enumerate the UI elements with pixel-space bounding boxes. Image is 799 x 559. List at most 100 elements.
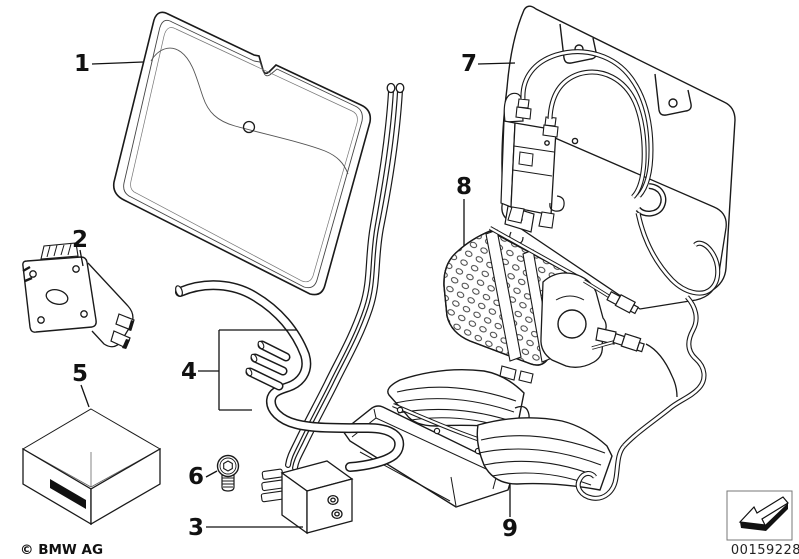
- frame-tab-2: [654, 73, 692, 116]
- pump-bracket: [40, 242, 79, 260]
- callout-6[interactable]: 6: [188, 464, 218, 490]
- wedge-end-line: [450, 476, 457, 507]
- callout-2[interactable]: 2: [72, 227, 88, 267]
- twin-tube-b-cap: [395, 82, 405, 94]
- connector-1: [606, 291, 639, 315]
- rail-clip-1: [396, 406, 404, 414]
- actuator-plate: [518, 151, 534, 167]
- pump-hole-3: [37, 316, 45, 324]
- connector-2-c: [636, 341, 645, 353]
- callout-9[interactable]: 9: [502, 484, 518, 542]
- copyright-text: © BMW AG: [20, 542, 103, 558]
- callout-8-label[interactable]: 8: [456, 174, 472, 200]
- screw-shaft: [221, 475, 235, 492]
- part-9-cushion-pads: [342, 369, 627, 508]
- valve-connectors: [260, 468, 287, 503]
- twin-tube-a-inner: [286, 89, 393, 467]
- rail-clip-2: [433, 427, 441, 435]
- callout-7-label[interactable]: 7: [461, 51, 477, 77]
- cable-2-inner: [591, 341, 615, 349]
- actuator-body: [510, 122, 557, 216]
- valve-conn-1: [261, 468, 284, 480]
- panel-inner-line: [123, 19, 363, 289]
- actuator-seam-2: [512, 169, 553, 177]
- part-1-backrest-panel: [112, 11, 372, 296]
- pump-tab-2-side: [122, 339, 130, 349]
- long-tube-tail-inner: [576, 445, 626, 500]
- actuator-hook: [549, 195, 565, 212]
- box-right-face: [90, 447, 161, 526]
- callout-3-label[interactable]: 3: [188, 515, 204, 541]
- pump-tab-1-side: [128, 320, 134, 331]
- panel-inner-line-2: [130, 27, 358, 283]
- lumbar-clip-2: [518, 370, 534, 384]
- callout-5[interactable]: 5: [72, 361, 90, 408]
- image-number: 00159228: [731, 543, 799, 558]
- lumbar-rail-inner: [489, 227, 586, 282]
- callout-1[interactable]: 1: [74, 51, 144, 77]
- actuator-dot: [544, 140, 550, 146]
- frame-tube-c-inner: [636, 212, 720, 295]
- callout-4[interactable]: 4: [181, 329, 297, 411]
- valve-port-1: [327, 494, 339, 506]
- callout-7[interactable]: 7: [461, 51, 516, 77]
- hose-stub-1-mouth: [257, 340, 265, 350]
- twin-tube-a-cap: [386, 82, 396, 94]
- frame-tube-b-inner: [548, 70, 646, 198]
- pump-hole-2: [72, 265, 80, 273]
- pump-hole-1: [29, 270, 37, 278]
- lumbar-motor-disc: [557, 309, 587, 339]
- lumbar-motor-arc: [555, 295, 585, 301]
- part-2-pump: [22, 242, 135, 349]
- callout-3[interactable]: 3: [188, 515, 303, 541]
- box-label-stripe: [50, 479, 86, 509]
- cable-2-lead: [645, 343, 678, 398]
- hose-end-cap: [175, 285, 183, 297]
- footer: © BMW AG 00159228: [20, 490, 799, 558]
- callout-9-label[interactable]: 9: [502, 516, 518, 542]
- tube-clip-inner: [636, 184, 665, 216]
- pump-bracket-hatch: [46, 243, 72, 258]
- callout-6-label[interactable]: 6: [188, 464, 204, 490]
- callout-4-label[interactable]: 4: [181, 359, 197, 385]
- callout-1-line: [91, 61, 144, 65]
- right-pad-rib-2: [478, 448, 602, 466]
- part-4-hoses: [175, 82, 405, 472]
- valve-port-2b: [334, 511, 340, 517]
- callout-8[interactable]: 8: [456, 174, 472, 246]
- panel-pocket-crease: [150, 47, 349, 175]
- actuator-fitting-2b: [544, 116, 557, 127]
- arrow-top-face: [738, 496, 789, 526]
- hose-stub-3-mouth: [245, 367, 253, 377]
- hose-main-inner: [176, 281, 403, 471]
- callout-7-line: [477, 62, 516, 65]
- screw-threads: [222, 477, 234, 488]
- callout-5-label[interactable]: 5: [72, 361, 88, 387]
- frame-tube-a-inner: [521, 50, 653, 197]
- actuator-fitting-1b: [517, 98, 530, 109]
- hose-stub-2-inner: [252, 355, 286, 374]
- part-8-lumbar-unit: [443, 226, 678, 398]
- part-6-screw: [216, 454, 240, 492]
- frame-tab-2-hole: [668, 98, 678, 108]
- screw-hex-socket: [223, 460, 233, 472]
- frame-pan: [501, 127, 727, 310]
- callout-1-label[interactable]: 1: [74, 51, 90, 77]
- right-pad: [476, 417, 613, 491]
- hose-stub-3-inner: [247, 369, 282, 389]
- upper-pad-rib-1: [396, 386, 517, 402]
- callout-6-line: [205, 470, 218, 478]
- actuator-seam-1: [513, 145, 555, 153]
- connector-1-c: [629, 304, 639, 315]
- part-3-valve-unit: [260, 460, 354, 535]
- right-pad-rib-1: [480, 435, 606, 454]
- cable-1-inner: [583, 280, 611, 298]
- screw-head: [216, 454, 240, 478]
- pump-cylinder: [87, 262, 134, 348]
- lumbar-clip-1: [499, 365, 517, 381]
- pump-center-oval: [45, 289, 69, 305]
- valve-port-2: [331, 508, 343, 520]
- page-turn-icon: [726, 490, 793, 541]
- lumbar-motor-cyl: [595, 327, 617, 345]
- callout-2-label[interactable]: 2: [72, 227, 88, 253]
